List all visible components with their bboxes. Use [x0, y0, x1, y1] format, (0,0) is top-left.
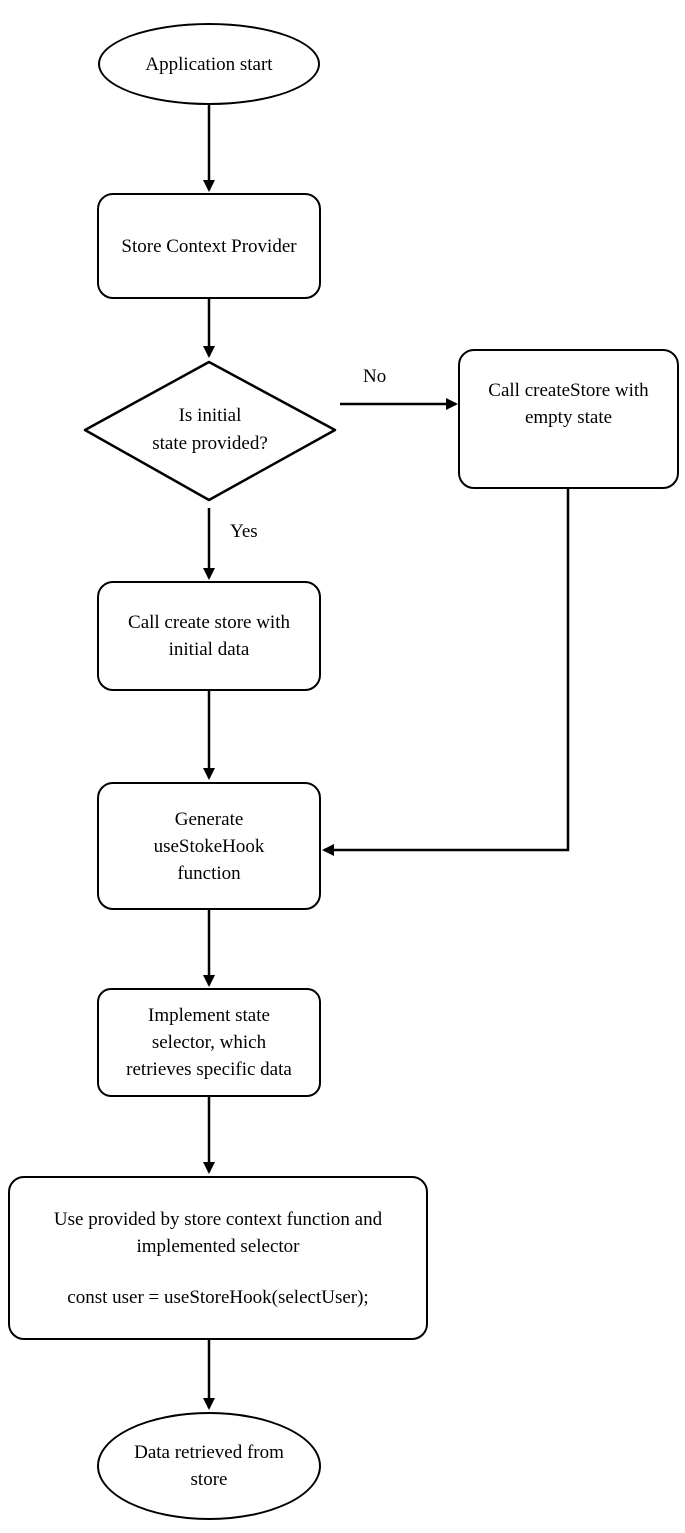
selector-line-1: Implement state	[148, 1005, 270, 1026]
decision-node: Is initial state provided?	[115, 385, 305, 475]
generate-hook-line-3: function	[177, 862, 241, 884]
usage-node: Use provided by store context function a…	[8, 1176, 428, 1340]
edge-create-empty-to-generate-hook	[322, 487, 570, 856]
provider-node: Store Context Provider	[97, 193, 321, 299]
usage-line-1: Use provided by store context function a…	[53, 1208, 383, 1230]
start-node: Application start	[98, 23, 320, 105]
start-node-label: Application start	[145, 53, 273, 75]
usage-code-line: const user = useStoreHook(selectUser);	[67, 1286, 369, 1308]
end-line-2: store	[190, 1469, 228, 1490]
usage-line-2: implemented selector	[136, 1235, 300, 1257]
selector-line-2: selector, which	[151, 1032, 267, 1053]
generate-hook-node: Generate useStokeHook function	[97, 782, 321, 910]
generate-hook-line-2: useStokeHook	[153, 835, 265, 857]
create-empty-line-2: empty state	[524, 407, 613, 428]
create-initial-line-1: Call create store with	[128, 612, 290, 633]
decision-diamond-shape	[83, 360, 337, 502]
create-empty-store-node: Call createStore with empty state	[458, 349, 679, 489]
create-initial-store-node: Call create store with initial data	[97, 581, 321, 691]
selector-line-3: retrieves specific data	[126, 1059, 292, 1080]
generate-hook-line-1: Generate	[174, 808, 244, 830]
decision-line-2: state provided?	[152, 433, 268, 454]
edge-label-yes: Yes	[230, 521, 258, 542]
selector-node: Implement state selector, which retrieve…	[97, 988, 321, 1097]
decision-line-1: Is initial	[178, 405, 242, 426]
create-initial-line-2: initial data	[168, 639, 250, 660]
end-node: Data retrieved from store	[97, 1412, 321, 1520]
end-line-1: Data retrieved from	[134, 1442, 284, 1463]
edge-label-no: No	[363, 366, 387, 387]
provider-node-label: Store Context Provider	[121, 235, 297, 257]
create-empty-line-1: Call createStore with	[488, 380, 649, 401]
